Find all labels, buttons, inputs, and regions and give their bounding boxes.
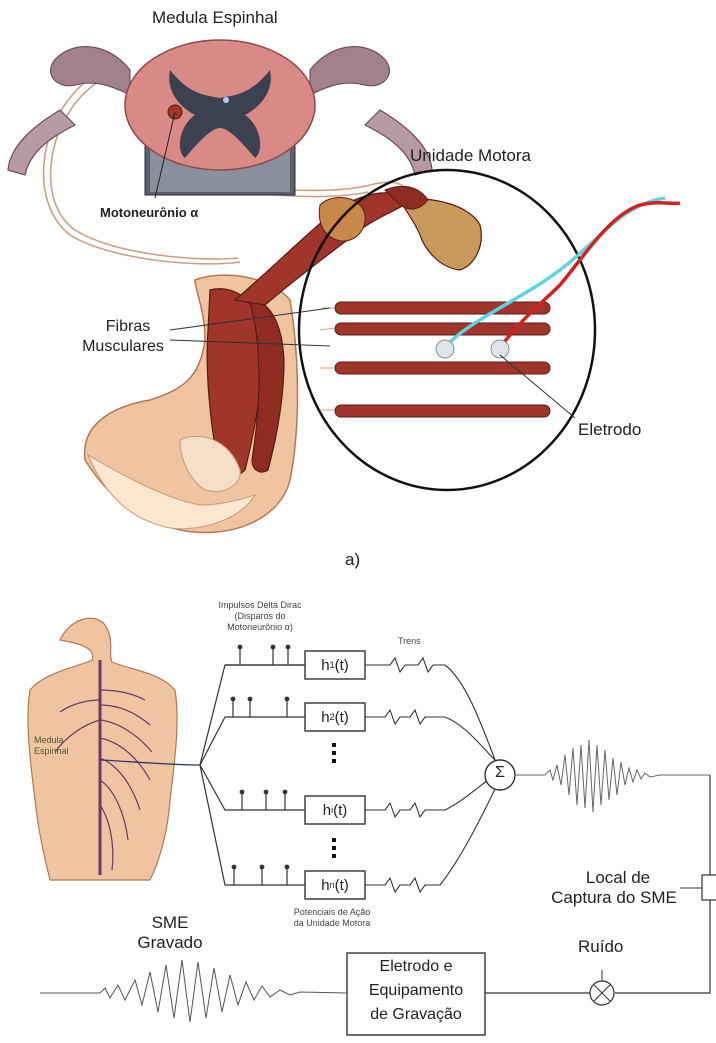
arm bbox=[85, 275, 298, 532]
capture-box bbox=[702, 875, 716, 900]
motoneuron-label: Motoneurônio α bbox=[100, 205, 198, 220]
capture-label-line1: Local de bbox=[548, 868, 688, 888]
fibers-label-line1: Fibras bbox=[83, 318, 173, 336]
sum-symbol: Σ bbox=[488, 764, 512, 782]
electrode-label: Eletrodo bbox=[578, 420, 641, 440]
fibers-label-line2: Musculares bbox=[73, 338, 173, 356]
potentials-label-line1: Potenciais de Ação bbox=[272, 907, 392, 917]
equipment-label-line1: Eletrodo e bbox=[347, 958, 485, 976]
spinal-cord bbox=[125, 40, 315, 198]
impulses-label-line2: (Disparos do bbox=[205, 611, 315, 621]
potentials-label-line2: da Unidade Motora bbox=[272, 918, 392, 928]
emg-output-signal bbox=[515, 740, 710, 812]
filter-box-frames bbox=[305, 651, 365, 899]
impulse-spikes bbox=[231, 645, 290, 885]
muscle-bundle bbox=[235, 186, 481, 305]
branch-lines bbox=[200, 665, 305, 885]
motor-unit-label: Unidade Motora bbox=[410, 146, 531, 166]
capture-to-noise bbox=[615, 900, 710, 993]
panel-a-caption: a) bbox=[345, 550, 360, 570]
impulses-label-line1: Impulsos Delta Dirac bbox=[205, 600, 315, 610]
panel-a bbox=[8, 40, 680, 533]
equipment-label-line2: Equipamento bbox=[347, 982, 485, 1000]
train-label: Trens bbox=[398, 636, 421, 646]
sme-label-line1: SME bbox=[130, 913, 210, 933]
impulses-label-line3: Motoneurônio α) bbox=[205, 622, 315, 632]
muscle-fibers bbox=[320, 302, 550, 417]
equipment-label-line3: de Gravação bbox=[347, 1006, 485, 1024]
capture-label-line2: Captura do SME bbox=[540, 888, 688, 908]
spinal-label-line2: Espinhal bbox=[34, 746, 69, 756]
train-lines bbox=[365, 658, 497, 892]
sme-label-line2: Gravado bbox=[120, 933, 220, 953]
noise-label: Ruído bbox=[578, 937, 623, 957]
spinal-label-line1: Medula bbox=[34, 735, 64, 745]
spinal-cord-title: Medula Espinhal bbox=[152, 8, 278, 28]
electrode-left bbox=[436, 340, 454, 358]
recorded-sme-signal bbox=[40, 960, 347, 1022]
